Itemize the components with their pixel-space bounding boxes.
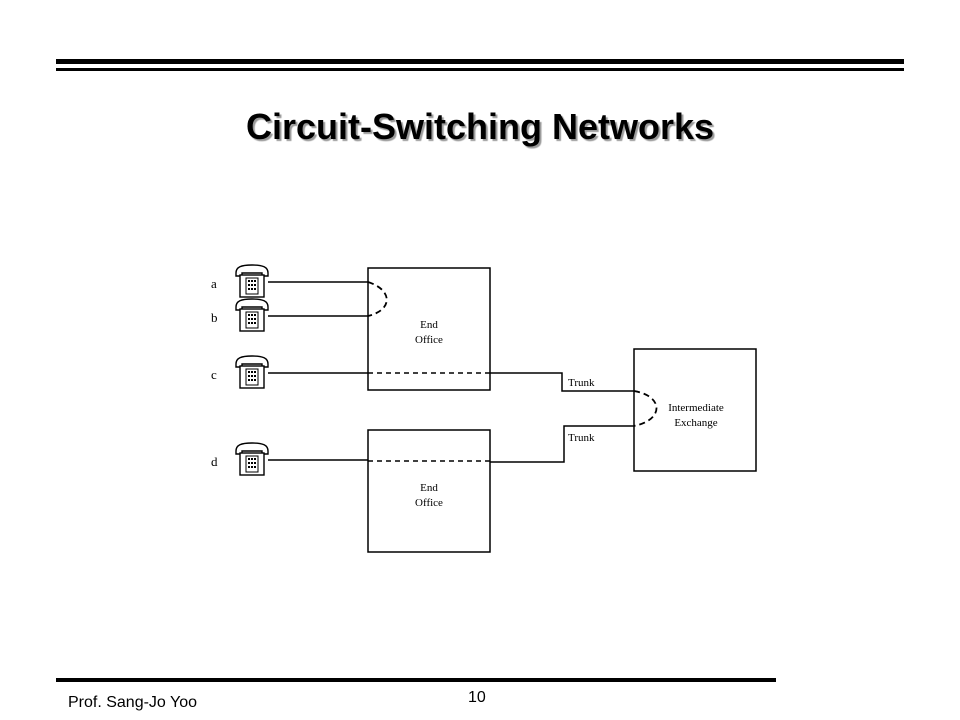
end-office-bottom-label-1: End bbox=[420, 482, 438, 494]
page-number: 10 bbox=[468, 689, 486, 706]
exchange-label-2: Exchange bbox=[674, 417, 717, 429]
telephone-icon-b bbox=[235, 298, 269, 332]
trunk-bottom-label: Trunk bbox=[568, 432, 595, 444]
end-office-top-box bbox=[367, 267, 491, 391]
telephone-icon-a bbox=[235, 264, 269, 298]
switch-path-a-b bbox=[367, 281, 388, 317]
exchange-label-1: Intermediate bbox=[668, 402, 724, 414]
phone-label-a: a bbox=[211, 276, 217, 291]
end-office-top-label-2: Office bbox=[415, 334, 443, 346]
phone-label-d: d bbox=[211, 454, 218, 469]
end-office-top-label-1: End bbox=[420, 319, 438, 331]
phone-label-b: b bbox=[211, 310, 218, 325]
telephone-icon-c bbox=[235, 355, 269, 389]
intermediate-exchange-box bbox=[633, 348, 757, 472]
phone-label-c: c bbox=[211, 367, 217, 382]
switch-path-exchange bbox=[633, 390, 658, 427]
trunk-top-line bbox=[490, 372, 634, 392]
end-office-bottom-box bbox=[367, 429, 491, 553]
end-office-bottom-label-2: Office bbox=[415, 497, 443, 509]
header-rule-thick bbox=[56, 59, 904, 64]
slide-title: Circuit-Switching Networks bbox=[245, 106, 715, 147]
footer-rule bbox=[56, 678, 776, 682]
trunk-bottom-line bbox=[490, 425, 634, 463]
telephone-icon-d bbox=[235, 442, 269, 476]
footer-author: Prof. Sang-Jo Yoo bbox=[68, 694, 197, 711]
header-rule-thin bbox=[56, 68, 904, 71]
trunk-top-label: Trunk bbox=[568, 377, 595, 389]
